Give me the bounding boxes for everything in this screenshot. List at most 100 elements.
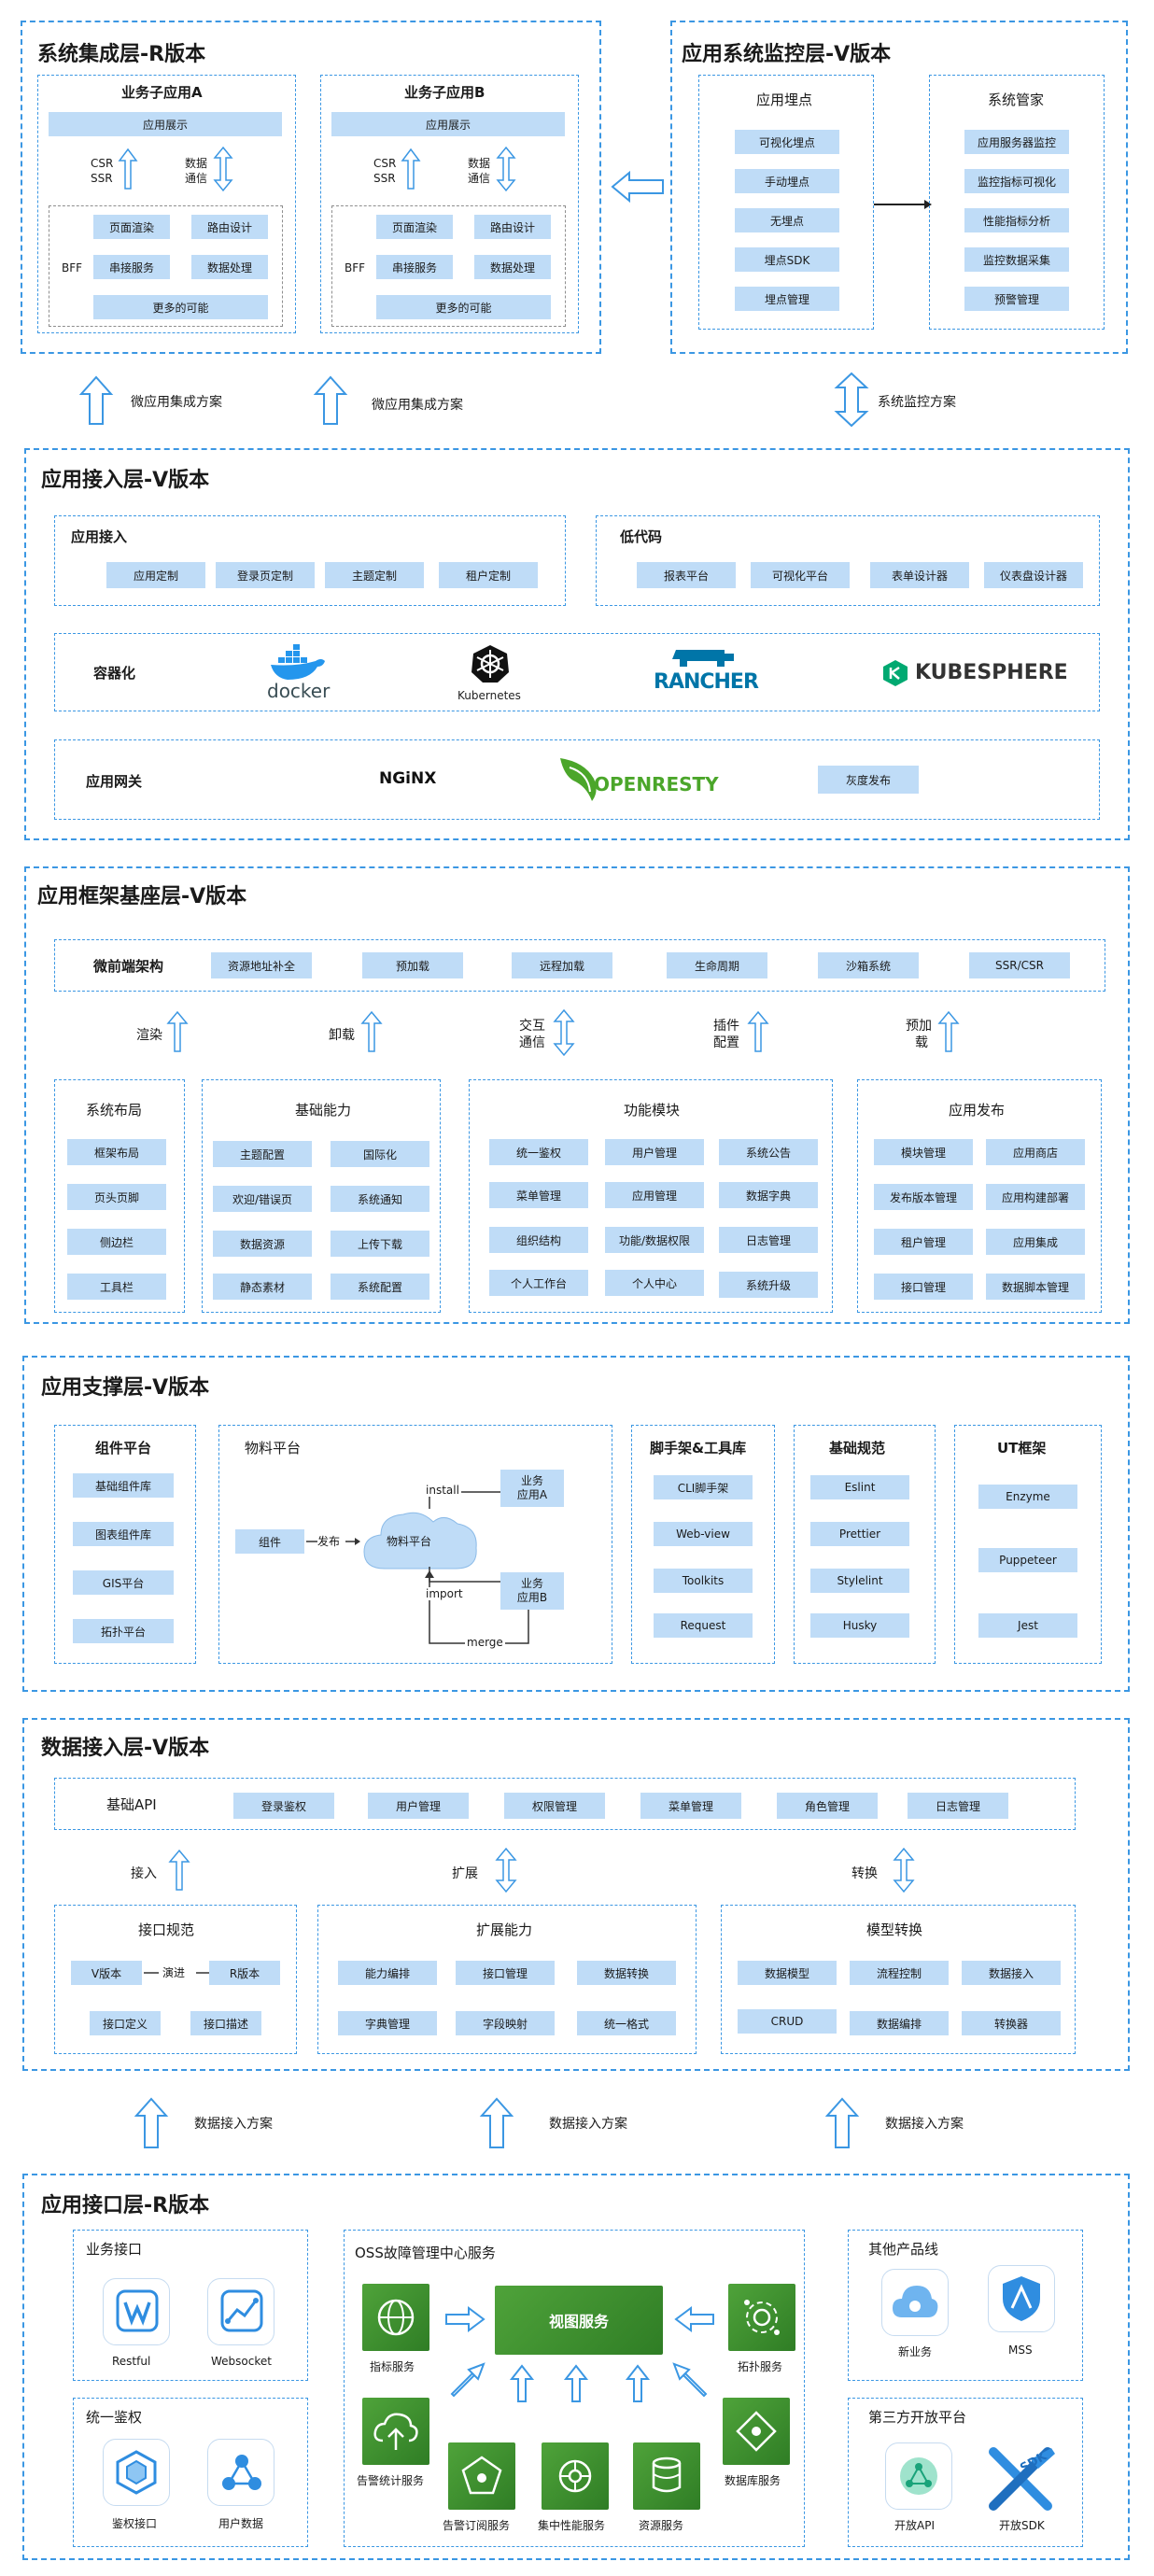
app-a-serial: 串接服务 xyxy=(93,255,170,279)
api-item: 权限管理 xyxy=(504,1793,605,1819)
framework-layer xyxy=(24,866,1130,1324)
arrow-label-interact: 交互 xyxy=(519,1019,545,1034)
interface-layer-title: 应用接口层-R版本 xyxy=(41,2194,210,2217)
mss-label: MSS xyxy=(1008,2344,1033,2357)
up-arrow-icon xyxy=(166,1010,189,1052)
oss-box xyxy=(344,2230,805,2547)
gateway-box xyxy=(54,739,1100,820)
lowcode-item: 报表平台 xyxy=(637,562,736,588)
spec-def: 接口定义 xyxy=(90,2011,161,2035)
base-item: 系统通知 xyxy=(331,1186,429,1212)
spec-v: V版本 xyxy=(71,1961,142,1985)
api-item: 用户管理 xyxy=(368,1793,469,1819)
app-a-render: 页面渲染 xyxy=(93,215,170,239)
app-access-item: 登录页定制 xyxy=(216,562,315,588)
oss-title: OSS故障管理中心服务 xyxy=(355,2245,496,2261)
lowcode-item: 仪表盘设计器 xyxy=(984,562,1083,588)
api-item: 日志管理 xyxy=(908,1793,1008,1819)
func-item: 日志管理 xyxy=(719,1227,818,1253)
norm-item: Eslint xyxy=(810,1475,909,1499)
app-access-item: 主题定制 xyxy=(325,562,424,588)
kubernetes-logo-text: Kubernetes xyxy=(457,689,521,702)
ut-title: UT框架 xyxy=(997,1440,1047,1457)
arrow-label-plugin: 插件 xyxy=(713,1019,739,1034)
layout-item: 页头页脚 xyxy=(67,1184,166,1210)
up-arrow-icon xyxy=(747,1010,769,1052)
db-service-label: 数据库服务 xyxy=(725,2474,781,2487)
micro-box xyxy=(54,939,1105,992)
ut-item: Jest xyxy=(978,1613,1077,1638)
release-item: 应用商店 xyxy=(986,1139,1085,1165)
api-item: 菜单管理 xyxy=(640,1793,741,1819)
mat-app-a: 业务应用A xyxy=(500,1470,564,1507)
model-item: 流程控制 xyxy=(850,1961,949,1985)
up-arrow-icon xyxy=(824,2097,860,2148)
base-item: 系统配置 xyxy=(331,1274,429,1300)
auth-api-label: 鉴权接口 xyxy=(112,2517,158,2530)
perf-service-label: 集中性能服务 xyxy=(538,2519,606,2532)
scaffold-item: Toolkits xyxy=(654,1569,753,1593)
app-b-dataproc: 数据处理 xyxy=(474,255,551,279)
arrow-label-data-b: 数据接入方案 xyxy=(549,2117,627,2132)
app-access-item: 租户定制 xyxy=(439,562,538,588)
app-a-dataproc: 数据处理 xyxy=(191,255,268,279)
alarm-stat-service-label: 告警统计服务 xyxy=(357,2474,425,2487)
mat-cloud-label: 物料平台 xyxy=(387,1535,432,1548)
left-arrow-icon xyxy=(674,2306,714,2332)
mat-publish-label: 发布 xyxy=(317,1535,341,1548)
upright-arrow-icon xyxy=(450,2362,486,2398)
api-title: 基础API xyxy=(106,1796,157,1813)
model-item: 数据接入 xyxy=(962,1961,1061,1985)
app-a-comm2: 通信 xyxy=(185,172,208,185)
arrow-label-micro-a: 微应用集成方案 xyxy=(131,395,222,410)
func-item: 组织结构 xyxy=(489,1227,588,1253)
alarm-sub-service-label: 告警订阅服务 xyxy=(443,2519,511,2532)
nginx-logo-text: NGiNX xyxy=(379,769,437,788)
shield-icon xyxy=(1003,2276,1040,2321)
data-layer xyxy=(22,1718,1130,2071)
other-title: 其他产品线 xyxy=(868,2241,939,2258)
up-arrow-icon xyxy=(401,148,421,190)
arrow-label-ext: 扩展 xyxy=(452,1866,478,1881)
arrow-label-render: 渲染 xyxy=(136,1028,162,1043)
sub-app-a-title: 业务子应用A xyxy=(121,84,203,101)
func-item: 菜单管理 xyxy=(489,1182,588,1208)
app-a-csr: CSR xyxy=(91,157,114,170)
mgr-item: 性能指标分析 xyxy=(964,208,1069,232)
release-title: 应用发布 xyxy=(949,1102,1006,1119)
micro-item: SSR/CSR xyxy=(969,952,1070,978)
upleft-arrow-icon xyxy=(672,2362,708,2398)
docker-logo-icon xyxy=(271,644,325,680)
up-arrow-icon xyxy=(134,2097,169,2148)
websocket-glyph-icon xyxy=(220,2289,263,2332)
app-b-show: 应用展示 xyxy=(331,112,565,136)
bury-item: 埋点SDK xyxy=(735,247,839,272)
mat-box xyxy=(218,1425,612,1664)
model-item: CRUD xyxy=(738,2009,837,2034)
spec-r: R版本 xyxy=(209,1961,280,1985)
monitor-layer xyxy=(670,21,1128,354)
layout-title: 系统布局 xyxy=(86,1102,143,1119)
ext-item: 统一格式 xyxy=(577,2011,676,2035)
open-api-label: 开放API xyxy=(894,2519,935,2532)
bury-title: 应用埋点 xyxy=(756,91,813,108)
micro-item: 预加载 xyxy=(362,952,463,978)
base-item: 数据资源 xyxy=(213,1231,312,1257)
up-arrow-icon xyxy=(937,1010,960,1052)
micro-item: 资源地址补全 xyxy=(211,952,312,978)
kubesphere-logo-icon xyxy=(883,660,908,686)
other-box xyxy=(848,2230,1083,2381)
spec-desc: 接口描述 xyxy=(190,2011,261,2035)
arrow-label-micro-b: 微应用集成方案 xyxy=(372,398,463,413)
func-item: 统一鉴权 xyxy=(489,1139,588,1165)
api-item: 登录鉴权 xyxy=(233,1793,334,1819)
app-a-ssr: SSR xyxy=(91,172,113,185)
base-item: 上传下载 xyxy=(331,1231,429,1257)
app-a-show: 应用展示 xyxy=(49,112,282,136)
mgr-item: 监控指标可视化 xyxy=(964,169,1069,193)
base-box xyxy=(202,1079,441,1313)
user-data-icon xyxy=(207,2439,274,2506)
up-arrow-icon xyxy=(78,375,114,425)
support-layer xyxy=(22,1356,1130,1692)
arrow-label-config: 配置 xyxy=(713,1035,739,1050)
